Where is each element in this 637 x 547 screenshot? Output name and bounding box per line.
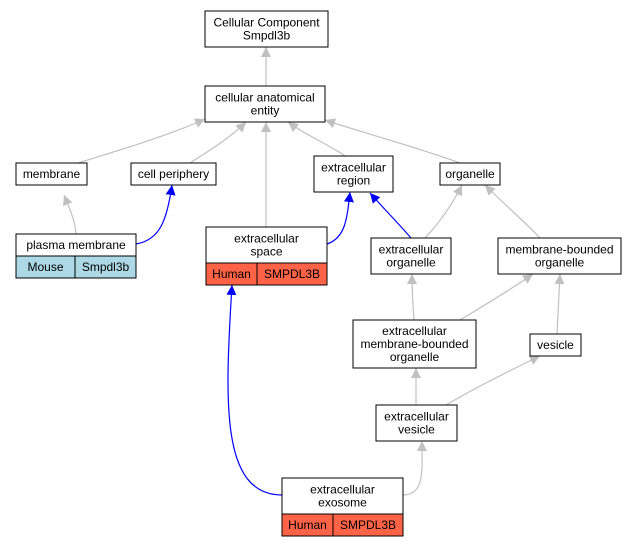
- edge-extracellular-organelle-to-extracellular-region: [369, 192, 412, 239]
- node-box: [352, 319, 477, 369]
- annotation-species: Mouse: [27, 260, 63, 274]
- annotation-gene: SMPDL3B: [264, 267, 320, 281]
- node-label: membrane-bounded: [505, 243, 613, 257]
- edge-plasma-membrane-to-cell-periphery: [135, 184, 176, 245]
- annotation-species: Human: [288, 518, 327, 532]
- edge-vesicle-to-membrane-bounded-organelle: [554, 273, 565, 335]
- edges-layer: [63, 47, 565, 496]
- node-label: organelle: [445, 167, 495, 181]
- gene-cell: [332, 513, 404, 537]
- node-label: extracellular: [379, 243, 444, 257]
- node-label: organelle: [386, 256, 436, 270]
- node-label: membrane-bounded: [360, 337, 468, 351]
- edge-organelle-to-cellular-anatomical-entity: [324, 118, 461, 164]
- node-box: [130, 162, 217, 186]
- node-label: extracellular: [384, 410, 449, 424]
- gene-cell: [256, 262, 328, 286]
- node-label: cellular anatomical: [215, 91, 314, 105]
- node-box: [204, 85, 326, 123]
- node-label: space: [250, 245, 282, 259]
- node-label: entity: [251, 104, 280, 118]
- node-box: [529, 333, 582, 357]
- node-label: extracellular: [321, 161, 386, 175]
- node-label: extracellular: [310, 483, 375, 497]
- node-box: [205, 226, 328, 264]
- node-box: [370, 237, 452, 275]
- edge-extracellular-vesicle-to-vesicle: [445, 355, 541, 406]
- edge-extracellular-exosome-to-extracellular-vesicle: [402, 440, 428, 496]
- node-box: [15, 162, 88, 186]
- node-membrane[interactable]: membrane: [15, 162, 88, 186]
- node-label: plasma membrane: [26, 238, 126, 252]
- node-vesicle[interactable]: vesicle: [529, 333, 582, 357]
- node-label: vesicle: [398, 423, 435, 437]
- edge-plasma-membrane-to-membrane: [63, 194, 77, 235]
- edge-extracellular-membrane-bounded-organelle-to-membrane-bounded-organelle: [459, 273, 534, 321]
- node-label: extracellular: [382, 324, 447, 338]
- node-cell-periphery[interactable]: cell periphery: [130, 162, 217, 186]
- node-label: membrane: [23, 167, 81, 181]
- node-box: [204, 10, 329, 48]
- node-label: extracellular: [234, 232, 299, 246]
- node-box: [281, 477, 404, 515]
- node-label: organelle: [535, 256, 585, 270]
- node-organelle[interactable]: organelle: [439, 162, 501, 186]
- node-box: [439, 162, 501, 186]
- edge-membrane-bounded-organelle-to-organelle: [484, 184, 541, 239]
- node-box: [497, 237, 622, 275]
- annotation-species: Human: [212, 267, 251, 281]
- node-label: region: [337, 174, 370, 188]
- node-label: Smpdl3b: [243, 29, 291, 43]
- edge-extracellular-region-to-cellular-anatomical-entity: [287, 121, 346, 157]
- node-label: organelle: [390, 350, 440, 364]
- edge-extracellular-organelle-to-organelle: [424, 184, 463, 239]
- gene-cell: [74, 255, 137, 279]
- edge-membrane-to-cellular-anatomical-entity: [77, 118, 206, 164]
- annotation-gene: Smpdl3b: [82, 260, 130, 274]
- node-label: Cellular Component: [213, 16, 320, 30]
- node-box: [313, 155, 394, 193]
- edge-extracellular-membrane-bounded-organelle-to-extracellular-organelle: [407, 273, 418, 321]
- node-label: cell periphery: [138, 167, 209, 181]
- edge-extracellular-exosome-to-extracellular-space: [226, 284, 283, 496]
- node-box: [375, 404, 458, 442]
- edge-extracellular-space-to-extracellular-region: [326, 191, 354, 245]
- node-label: exosome: [318, 496, 367, 510]
- annotation-gene: SMPDL3B: [340, 518, 396, 532]
- edge-cell-periphery-to-cellular-anatomical-entity: [189, 121, 247, 164]
- node-label: vesicle: [537, 338, 574, 352]
